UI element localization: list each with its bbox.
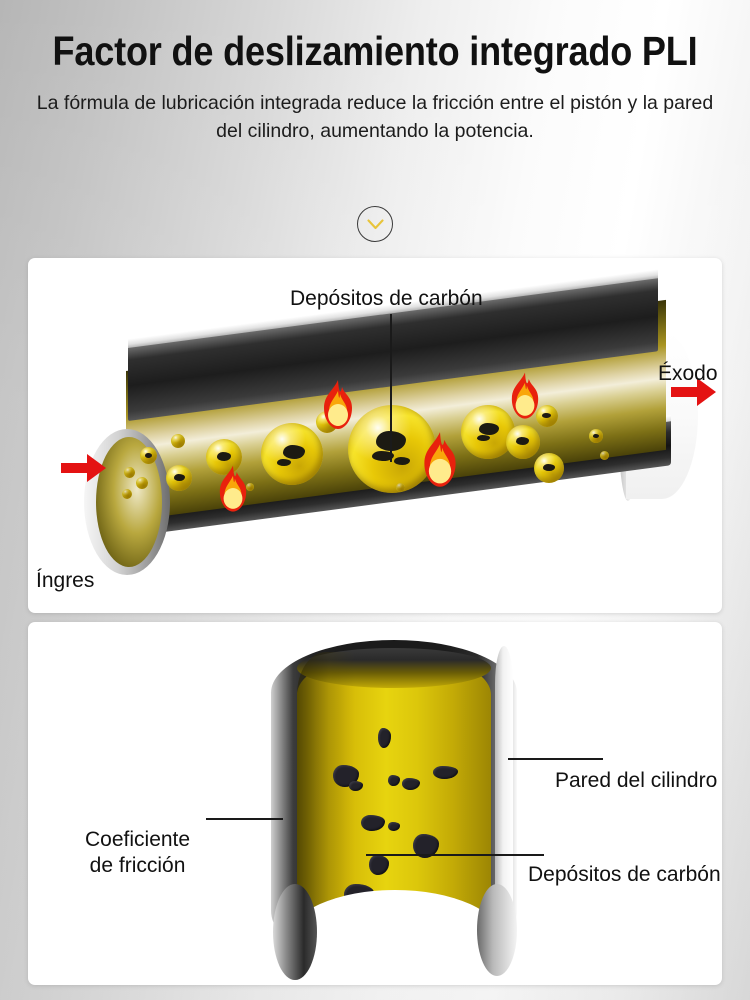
carbon-deposit bbox=[388, 822, 400, 831]
label-carbon-deposits: Depósitos de carbón bbox=[290, 287, 483, 310]
chevron-down-icon bbox=[366, 218, 384, 229]
carbon-deposit bbox=[369, 855, 389, 875]
page-subtitle: La fórmula de lubricación integrada redu… bbox=[36, 92, 714, 143]
oil-bubble bbox=[124, 467, 135, 478]
soot-speck bbox=[516, 437, 529, 445]
illustration-panel-cylinder: Pared del cilindro Coeficiente de fricci… bbox=[28, 622, 722, 985]
leader-line-carbon bbox=[390, 314, 392, 462]
oil-bubble bbox=[506, 425, 540, 459]
soot-speck bbox=[543, 464, 555, 471]
cylinder-bottom-cutaway bbox=[289, 890, 501, 985]
soot-speck bbox=[277, 459, 291, 466]
soot-speck bbox=[283, 445, 305, 459]
soot-speck bbox=[174, 474, 185, 481]
label-cylinder-wall: Pared del cilindro bbox=[555, 769, 718, 792]
flame-icon bbox=[511, 372, 539, 419]
soot-speck bbox=[593, 434, 599, 438]
carbon-deposit bbox=[402, 778, 420, 790]
illustration-panel-pipe: Depósitos de carbón Éxodo Íngres bbox=[28, 258, 722, 613]
oil-bubble bbox=[536, 405, 558, 427]
soot-speck bbox=[479, 423, 499, 435]
oil-bubble bbox=[261, 423, 323, 485]
oil-bubble bbox=[600, 451, 609, 460]
label-inlet: Íngres bbox=[36, 569, 95, 592]
outlet-arrow-icon bbox=[671, 378, 716, 406]
cylinder-bottom-lip-left bbox=[273, 884, 317, 980]
carbon-deposit bbox=[378, 728, 391, 748]
oil-bubble bbox=[461, 405, 515, 459]
soot-speck bbox=[145, 453, 152, 458]
oil-bubble bbox=[171, 434, 185, 448]
soot-speck bbox=[217, 452, 231, 461]
flame-icon bbox=[219, 465, 247, 512]
pipe-illustration bbox=[61, 269, 716, 575]
carbon-deposit bbox=[361, 815, 385, 831]
label-friction-line-1: Coeficiente bbox=[85, 828, 191, 851]
page-header: Factor de deslizamiento integrado PLI La… bbox=[0, 0, 750, 146]
flame-icon bbox=[424, 432, 456, 487]
oil-bubble bbox=[534, 453, 564, 483]
oil-bubble bbox=[396, 483, 405, 492]
carbon-deposit bbox=[349, 781, 363, 791]
label-carbon-deposits-2: Depósitos de carbón bbox=[528, 863, 721, 886]
oil-bubble bbox=[348, 405, 436, 493]
oil-bubble bbox=[166, 465, 192, 491]
page-title: Factor de deslizamiento integrado PLI bbox=[52, 28, 698, 74]
oil-bubble bbox=[140, 447, 157, 464]
leader-line-carbon-2 bbox=[366, 854, 544, 856]
flame-icon bbox=[324, 380, 352, 429]
soot-speck bbox=[372, 451, 394, 461]
soot-speck bbox=[394, 457, 410, 465]
oil-bubble bbox=[246, 483, 254, 491]
label-friction-coefficient: Coeficiente de fricción bbox=[85, 827, 190, 880]
scroll-down-button[interactable] bbox=[357, 206, 393, 242]
oil-bubble bbox=[122, 489, 132, 499]
leader-line-cylinder-wall bbox=[508, 758, 603, 760]
oil-bubble bbox=[206, 439, 242, 475]
chevron-circle bbox=[357, 206, 393, 242]
oil-bubble bbox=[589, 429, 603, 443]
oil-bubble bbox=[136, 477, 148, 489]
inlet-arrow-icon bbox=[61, 454, 106, 482]
soot-speck bbox=[477, 435, 490, 441]
carbon-deposit bbox=[388, 775, 400, 786]
cylinder-scene: Pared del cilindro Coeficiente de fricci… bbox=[28, 622, 722, 985]
cylinder-illustration bbox=[271, 640, 517, 985]
soot-speck bbox=[542, 413, 551, 418]
leader-line-friction bbox=[206, 818, 283, 820]
cylinder-bottom-lip-right bbox=[477, 884, 517, 976]
pipe-scene: Depósitos de carbón Éxodo Íngres bbox=[28, 258, 722, 613]
label-friction-line-2: de fricción bbox=[89, 854, 186, 878]
label-outlet: Éxodo bbox=[658, 362, 718, 385]
carbon-deposit bbox=[433, 766, 458, 779]
